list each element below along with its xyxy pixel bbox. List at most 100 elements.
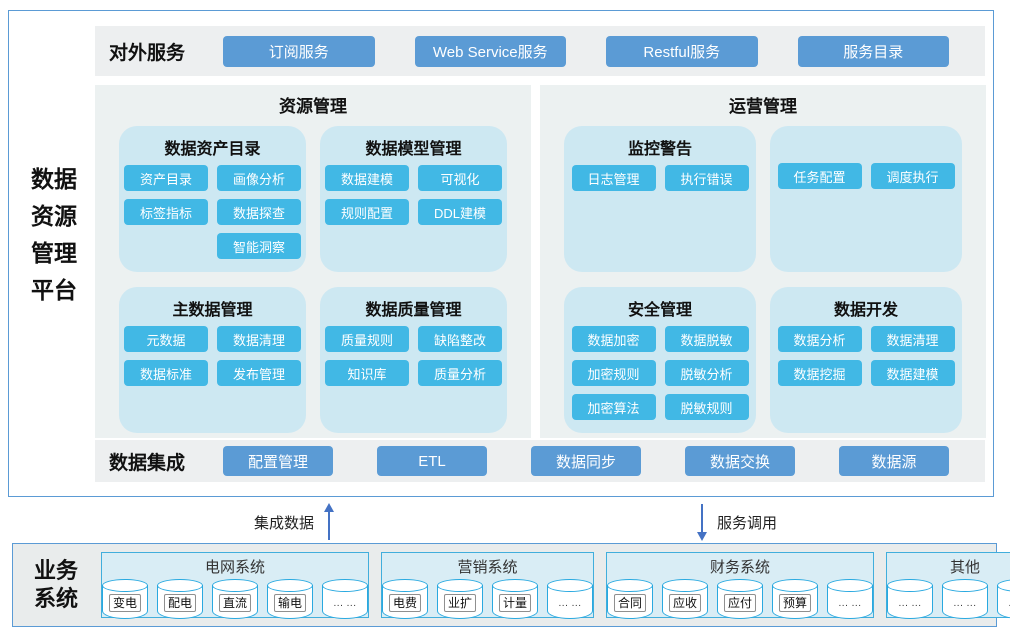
- block-data-development: 数据开发 数据分析 数据清理 数据挖掘 数据建模: [770, 287, 962, 433]
- business-systems-title-line: 系统: [33, 586, 78, 611]
- database-label: 直流: [218, 594, 252, 612]
- feature-button[interactable]: 数据脱敏: [664, 326, 749, 352]
- block-title: 主数据管理: [172, 302, 253, 319]
- feature-button[interactable]: 智能洞察: [217, 233, 301, 259]
- feature-button[interactable]: 资产目录: [124, 165, 208, 191]
- block-title: 数据质量管理: [365, 302, 462, 319]
- business-systems-frame: 业务 系统 电网系统 变电 配电 直流 输电 ... ..: [12, 543, 1010, 627]
- database-row: 合同 应收 应付 预算 ... ...: [607, 579, 873, 620]
- database-row: 电费 业扩 计量 ... ...: [382, 579, 593, 620]
- database-icon: 预算: [772, 579, 818, 620]
- system-box-other: 其他 ... ... ... ... ... ...: [886, 552, 1010, 620]
- operation-management-panel: 运营管理 监控警告 日志管理 执行错误 任务配置 调度执行 安全管理 数据: [540, 85, 986, 438]
- system-box-marketing: 营销系统 电费 业扩 计量 ... ...: [381, 552, 594, 620]
- feature-button[interactable]: 数据清理: [870, 326, 955, 352]
- system-title: 电网系统: [204, 559, 265, 576]
- resource-panel-grid: 数据资产目录 资产目录 画像分析 标签指标 数据探查 智能洞察 数据模型管理 数…: [95, 117, 531, 433]
- web-service-button[interactable]: Web Service服务: [414, 35, 567, 67]
- feature-button[interactable]: 脱敏规则: [664, 394, 749, 420]
- block-title: 数据开发: [833, 302, 898, 319]
- feature-button[interactable]: 数据探查: [217, 199, 301, 225]
- data-sync-button[interactable]: 数据同步: [531, 446, 642, 476]
- database-icon: 变电: [102, 579, 148, 620]
- business-systems-title-line: 业务: [33, 558, 78, 583]
- feature-button[interactable]: 加密规则: [571, 360, 656, 386]
- database-label: ... ...: [558, 598, 582, 609]
- down-arrow-icon: [694, 503, 710, 541]
- feature-button[interactable]: 画像分析: [217, 165, 301, 191]
- feature-button[interactable]: 加密算法: [571, 394, 656, 420]
- database-label: 应收: [668, 594, 702, 612]
- feature-button[interactable]: 脱敏分析: [664, 360, 749, 386]
- feature-button[interactable]: 数据清理: [217, 326, 301, 352]
- feature-button[interactable]: 质量分析: [418, 360, 502, 386]
- operation-panel-grid: 监控警告 日志管理 执行错误 任务配置 调度执行 安全管理 数据加密 数据脱敏: [540, 117, 986, 433]
- database-label: 合同: [613, 594, 647, 612]
- service-catalog-button[interactable]: 服务目录: [797, 35, 950, 67]
- service-call-flow-label: 服务调用: [717, 514, 778, 532]
- database-label: ... ...: [898, 598, 922, 609]
- database-icon: ... ...: [887, 579, 933, 620]
- database-label: ... ...: [838, 598, 862, 609]
- etl-button[interactable]: ETL: [377, 446, 488, 476]
- feature-button[interactable]: 元数据: [124, 326, 208, 352]
- database-label: ... ...: [953, 598, 977, 609]
- platform-frame: 数据 资源 管理 平台 对外服务 订阅服务 Web Service服务 Rest…: [8, 10, 994, 497]
- database-label: 变电: [108, 594, 142, 612]
- feature-button[interactable]: 数据建模: [870, 360, 955, 386]
- resource-panel-title: 资源管理: [279, 97, 347, 116]
- feature-button[interactable]: 数据分析: [777, 326, 862, 352]
- database-row: ... ... ... ... ... ...: [887, 579, 1010, 620]
- database-icon: ... ...: [547, 579, 593, 620]
- restful-service-button[interactable]: Restful服务: [606, 35, 758, 67]
- feature-button[interactable]: 可视化: [418, 165, 502, 191]
- feature-button[interactable]: 知识库: [325, 360, 409, 386]
- block-title: 安全管理: [627, 302, 692, 319]
- feature-button[interactable]: 标签指标: [124, 199, 208, 225]
- feature-button[interactable]: DDL建模: [418, 199, 502, 225]
- feature-button[interactable]: 发布管理: [217, 360, 301, 386]
- database-icon: 输电: [267, 579, 313, 620]
- feature-button[interactable]: 数据加密: [571, 326, 656, 352]
- block-task-scheduling: 任务配置 调度执行: [770, 126, 962, 272]
- feature-button[interactable]: 数据标准: [124, 360, 208, 386]
- block-title: 数据资产目录: [164, 141, 261, 158]
- data-exchange-button[interactable]: 数据交换: [685, 446, 796, 476]
- up-arrow-icon: [321, 503, 337, 541]
- subscription-service-button[interactable]: 订阅服务: [223, 35, 375, 67]
- feature-button[interactable]: 调度执行: [870, 163, 955, 189]
- database-icon: ... ...: [322, 579, 368, 620]
- database-label: 计量: [498, 594, 532, 612]
- block-security-management: 安全管理 数据加密 数据脱敏 加密规则 脱敏分析 加密算法 脱敏规则: [564, 287, 756, 433]
- feature-button[interactable]: 任务配置: [777, 163, 862, 189]
- block-title: 数据模型管理: [365, 141, 462, 158]
- database-label: ... ...: [1006, 596, 1010, 612]
- system-box-power-grid: 电网系统 变电 配电 直流 输电 ... ...: [101, 552, 369, 620]
- database-icon: 直流: [212, 579, 258, 620]
- feature-button[interactable]: 缺陷整改: [418, 326, 502, 352]
- feature-button[interactable]: 规则配置: [325, 199, 409, 225]
- database-icon: 应收: [662, 579, 708, 620]
- database-icon: 配电: [157, 579, 203, 620]
- feature-button[interactable]: 质量规则: [325, 326, 409, 352]
- system-title: 其他: [949, 559, 980, 576]
- data-source-button[interactable]: 数据源: [839, 446, 950, 476]
- database-row: 变电 配电 直流 输电 ... ...: [102, 579, 368, 620]
- system-title: 营销系统: [457, 559, 518, 576]
- external-services-buttons: 订阅服务 Web Service服务 Restful服务 服务目录: [201, 35, 971, 67]
- business-systems-title: 业务 系统: [23, 557, 89, 613]
- feature-button[interactable]: 日志管理: [571, 165, 656, 191]
- resource-management-panel: 资源管理 数据资产目录 资产目录 画像分析 标签指标 数据探查 智能洞察 数据模…: [95, 85, 531, 438]
- data-integration-band: 数据集成 配置管理 ETL 数据同步 数据交换 数据源: [95, 440, 985, 482]
- block-data-quality-management: 数据质量管理 质量规则 缺陷整改 知识库 质量分析: [320, 287, 507, 433]
- database-label: 应付: [723, 594, 757, 612]
- platform-title-line: 数据: [31, 166, 77, 192]
- feature-button[interactable]: 数据挖掘: [777, 360, 862, 386]
- platform-title-line: 管理: [31, 240, 77, 266]
- config-management-button[interactable]: 配置管理: [223, 446, 334, 476]
- data-integration-buttons: 配置管理 ETL 数据同步 数据交换 数据源: [201, 446, 971, 476]
- feature-button[interactable]: 数据建模: [325, 165, 409, 191]
- feature-button[interactable]: 执行错误: [664, 165, 749, 191]
- block-data-model-management: 数据模型管理 数据建模 可视化 规则配置 DDL建模: [320, 126, 507, 272]
- integrate-data-flow-label: 集成数据: [254, 514, 315, 532]
